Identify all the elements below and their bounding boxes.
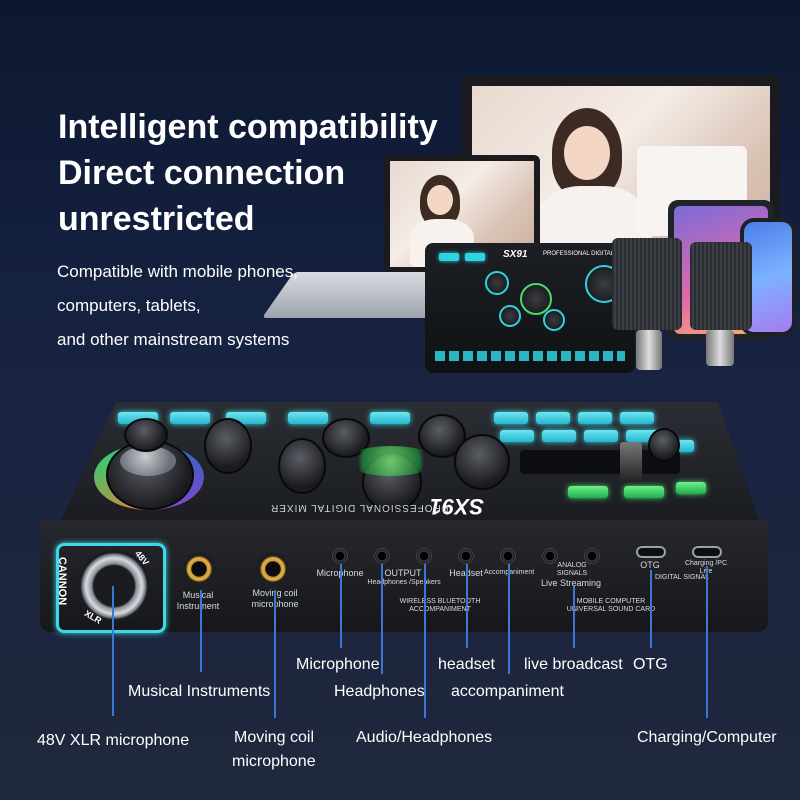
output-label: OUTPUT bbox=[384, 568, 422, 578]
mini-mixer: SX91 PROFESSIONAL DIGITAL MI bbox=[425, 243, 635, 373]
otg-port-label: OTG bbox=[640, 560, 660, 570]
callout-moving-coil-1: Moving coil bbox=[234, 729, 315, 746]
instrument-jack bbox=[182, 552, 216, 586]
subtext-line-3: and other mainstream systems bbox=[57, 330, 290, 349]
output-jack-1 bbox=[374, 548, 390, 564]
callout-otg: OTG bbox=[633, 656, 668, 673]
xlr-sub-label: XLR bbox=[82, 608, 104, 626]
callout-musical-instruments: Musical Instruments bbox=[128, 683, 271, 700]
callout-xlr-microphone: 48V XLR microphone bbox=[37, 732, 190, 749]
headline-line-2: Direct connection bbox=[58, 154, 346, 192]
callout-accompaniment: accompaniment bbox=[451, 683, 564, 700]
digital-signal-label: DIGITAL SIGNAL bbox=[654, 574, 710, 581]
microphone-jack bbox=[332, 548, 348, 564]
charging-port bbox=[692, 546, 722, 558]
callout-headset: headset bbox=[438, 656, 495, 673]
callout-line-otg bbox=[650, 570, 652, 648]
instrument-jack-label: Musical Instrument bbox=[176, 590, 220, 611]
callout-moving-coil-2: microphone bbox=[232, 753, 316, 770]
live-jack-1 bbox=[542, 548, 558, 564]
subtext-line-2: computers, tablets, bbox=[57, 296, 201, 315]
callout-line-moving-coil bbox=[274, 590, 276, 718]
mixer-model-label: SX91 bbox=[430, 494, 484, 519]
main-knob-led-ring bbox=[94, 444, 204, 510]
callout-line-accompaniment bbox=[508, 564, 510, 674]
callout-charging-computer: Charging/Computer bbox=[637, 729, 777, 746]
live-jack-2 bbox=[584, 548, 600, 564]
callout-line-headphones bbox=[381, 564, 383, 674]
headline-line-3: unrestricted bbox=[58, 200, 255, 238]
callout-line-charging bbox=[706, 566, 708, 718]
mixer-front-panel bbox=[40, 520, 768, 632]
callout-live-broadcast: live broadcast bbox=[524, 656, 623, 673]
xlr-port bbox=[78, 550, 150, 622]
xlr-port-frame bbox=[56, 543, 166, 633]
callout-line-instrument bbox=[200, 590, 202, 672]
microphone-right bbox=[690, 242, 752, 330]
callout-line-xlr bbox=[112, 586, 114, 716]
mini-model-label: SX91 bbox=[503, 249, 528, 260]
live-streaming-label: Live Streaming bbox=[540, 578, 602, 588]
output-sub-label: Headphones /Speakers bbox=[367, 579, 441, 586]
subtext-line-1: Compatible with mobile phones, bbox=[57, 262, 298, 281]
main-knob bbox=[106, 440, 194, 510]
output-jack-2 bbox=[416, 548, 432, 564]
callout-microphone: Microphone bbox=[296, 656, 380, 673]
callout-line-headset bbox=[466, 564, 468, 648]
callout-line-audio bbox=[424, 564, 426, 718]
xlr-side-label: CANNON bbox=[56, 556, 69, 606]
otg-port bbox=[636, 546, 666, 558]
background-scene: SX91 PROFESSIONAL DIGITAL MI bbox=[261, 76, 796, 373]
mixer-brand-label: PROFESSIONAL DIGITAL MIXER bbox=[270, 502, 449, 513]
analog-label: ANALOG SIGNALS bbox=[556, 562, 588, 577]
callout-audio-headphones: Audio/Headphones bbox=[356, 729, 493, 746]
callout-line-microphone bbox=[340, 564, 342, 648]
moving-coil-jack bbox=[256, 552, 290, 586]
mini-brand-label: PROFESSIONAL DIGITAL MI bbox=[543, 251, 623, 257]
headline-line-1: Intelligent compatibility bbox=[58, 108, 438, 146]
bottom-text-1: WIRELESS BLUETOOTH ACCOMPANIMENT bbox=[399, 598, 481, 613]
microphone-left bbox=[612, 238, 682, 330]
phantom-label: 48V bbox=[133, 548, 151, 568]
callout-headphones: Headphones bbox=[334, 683, 425, 700]
mixer-top-surface bbox=[60, 402, 760, 522]
headset-jack bbox=[458, 548, 474, 564]
accompaniment-jack bbox=[500, 548, 516, 564]
callout-line-live bbox=[573, 586, 575, 648]
